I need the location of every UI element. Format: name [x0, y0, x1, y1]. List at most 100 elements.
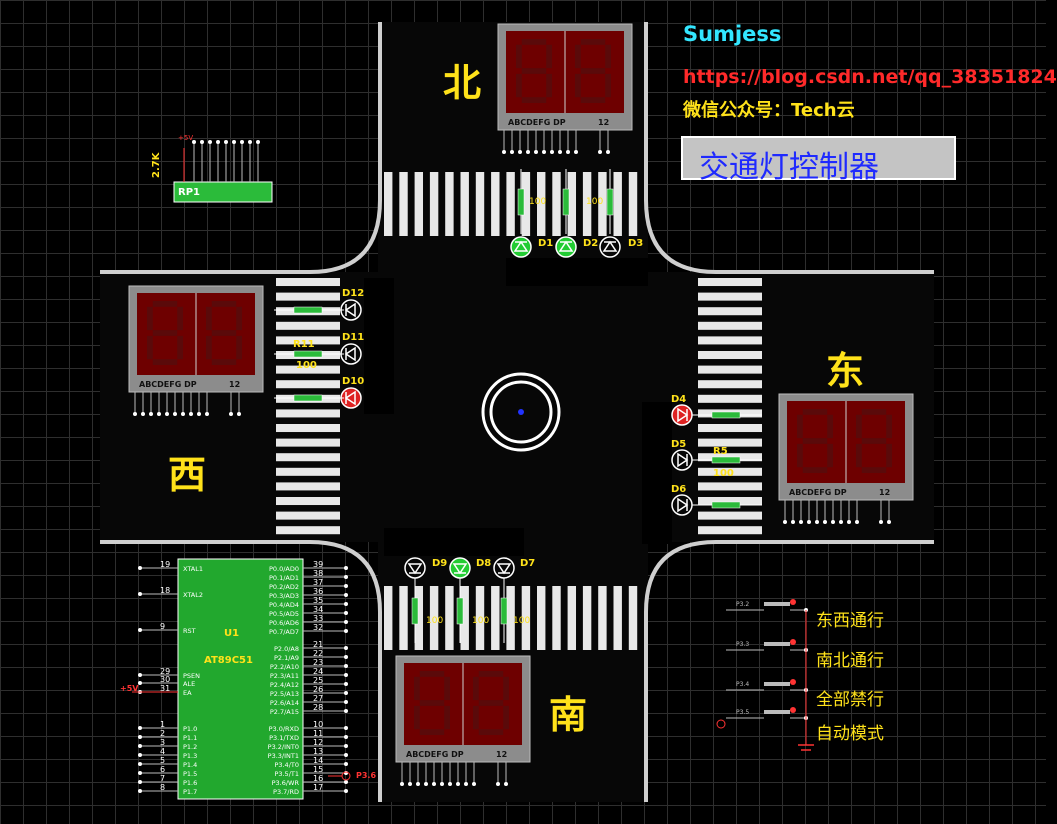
crosswalk-stripe	[276, 453, 340, 462]
pin-dot	[344, 575, 348, 579]
pin-dot	[232, 140, 236, 144]
pin-dot	[181, 412, 185, 416]
resistor-west-value: 100	[296, 360, 317, 371]
resistor-body	[606, 188, 614, 216]
led-d3: D3	[599, 236, 643, 258]
pin-dot	[344, 664, 348, 668]
p36-terminal	[341, 771, 351, 781]
segment-labels: ABCDEFG DP	[789, 488, 847, 497]
led-ref: D7	[520, 558, 535, 569]
segment	[211, 301, 237, 307]
crosswalk-stripe	[276, 438, 340, 447]
pin-dot	[542, 150, 546, 154]
switch-net: P3.4	[736, 681, 749, 688]
resistor-value: 100	[586, 197, 603, 207]
digit-labels: 12	[879, 488, 890, 497]
mcu-pin-name: RST	[183, 627, 196, 635]
pin-dot	[344, 655, 348, 659]
switch-label-stop: 全部禁行	[816, 690, 884, 710]
crosswalk-stripe	[491, 172, 500, 236]
crosswalk-stripe	[460, 586, 469, 650]
mcu-pin-num: 28	[313, 703, 323, 712]
vcc-label: +5V	[120, 684, 139, 693]
rp1-body	[173, 181, 273, 203]
crosswalk-stripe	[698, 424, 762, 433]
resistor-r2	[562, 169, 570, 234]
pin-dot	[138, 744, 142, 748]
pin-dot	[138, 780, 142, 784]
crosswalk-stripe	[276, 482, 340, 491]
pin-dot	[839, 520, 843, 524]
pin-dot	[847, 520, 851, 524]
mcu-pin-num: 7	[160, 774, 165, 783]
crosswalk-stripe	[414, 586, 424, 650]
crosswalk-stripe	[698, 321, 762, 330]
title-text: 交通灯控制器	[699, 150, 879, 185]
pin-dot	[216, 140, 220, 144]
resistor-body	[456, 597, 464, 625]
segment	[147, 335, 153, 360]
mcu-pin-num: 2	[160, 729, 165, 738]
led-symbol	[558, 240, 574, 252]
resistor-r5	[692, 456, 762, 464]
crosswalk-stripe	[567, 586, 577, 650]
segment	[546, 73, 552, 98]
switch-contact	[790, 707, 796, 713]
mcu-pin-name: P2.0/A8	[274, 645, 299, 653]
segment	[177, 306, 183, 331]
pin-dot	[344, 762, 348, 766]
led-bar-north	[506, 258, 648, 286]
pin-dot	[344, 753, 348, 757]
led-ref: D6	[671, 484, 686, 495]
resistor-value: 100	[529, 197, 546, 207]
segment	[444, 676, 450, 701]
led-symbol	[677, 452, 689, 468]
segment	[206, 306, 212, 331]
mcu-pin-num: 29	[160, 667, 170, 676]
mcu-pin-name: P2.3/A11	[270, 672, 299, 680]
rp1-supply-label: +5V	[178, 134, 193, 142]
led-body	[510, 236, 532, 258]
mcu-pin-num: 34	[313, 605, 323, 614]
segment	[414, 705, 420, 730]
mcu-pin-num: 22	[313, 649, 323, 658]
segment	[206, 335, 212, 360]
resistor-body	[562, 188, 570, 216]
crosswalk-stripe	[698, 292, 762, 301]
mcu-pin-name: P0.7/AD7	[269, 628, 299, 636]
resistor-body	[293, 394, 323, 402]
segment	[856, 443, 862, 468]
pin-dot	[783, 520, 787, 524]
blog-url[interactable]: https://blog.csdn.net/qq_38351824	[683, 66, 1057, 88]
pin-dot	[791, 520, 795, 524]
pin-dot	[574, 150, 578, 154]
segment	[478, 700, 504, 706]
crosswalk-stripe	[445, 172, 454, 236]
pin-dot	[440, 782, 444, 786]
pin-dot	[149, 412, 153, 416]
segment	[827, 414, 833, 439]
mcu-pin-name: P1.2	[183, 743, 197, 751]
crosswalk-stripe	[276, 409, 340, 418]
crosswalk-stripe	[276, 467, 340, 476]
rp1-value: 2.7K	[151, 152, 162, 178]
pin-dot	[534, 150, 538, 154]
led-body	[599, 236, 621, 258]
segment	[147, 306, 153, 331]
crosswalk-stripe	[628, 586, 638, 650]
mcu-pin-num: 3	[160, 738, 165, 747]
resistor-body	[711, 411, 741, 419]
pin-dot	[344, 691, 348, 695]
pin-dot	[887, 520, 891, 524]
led-ref: D3	[628, 238, 643, 249]
segment	[802, 409, 828, 415]
crosswalk-stripe	[613, 172, 622, 236]
mcu-part: AT89C51	[204, 655, 253, 666]
crosswalk-stripe	[698, 497, 762, 506]
mcu-pin-num: 13	[313, 747, 323, 756]
led-ref: D11	[342, 332, 364, 343]
segment	[861, 409, 887, 415]
pin-dot	[344, 584, 348, 588]
